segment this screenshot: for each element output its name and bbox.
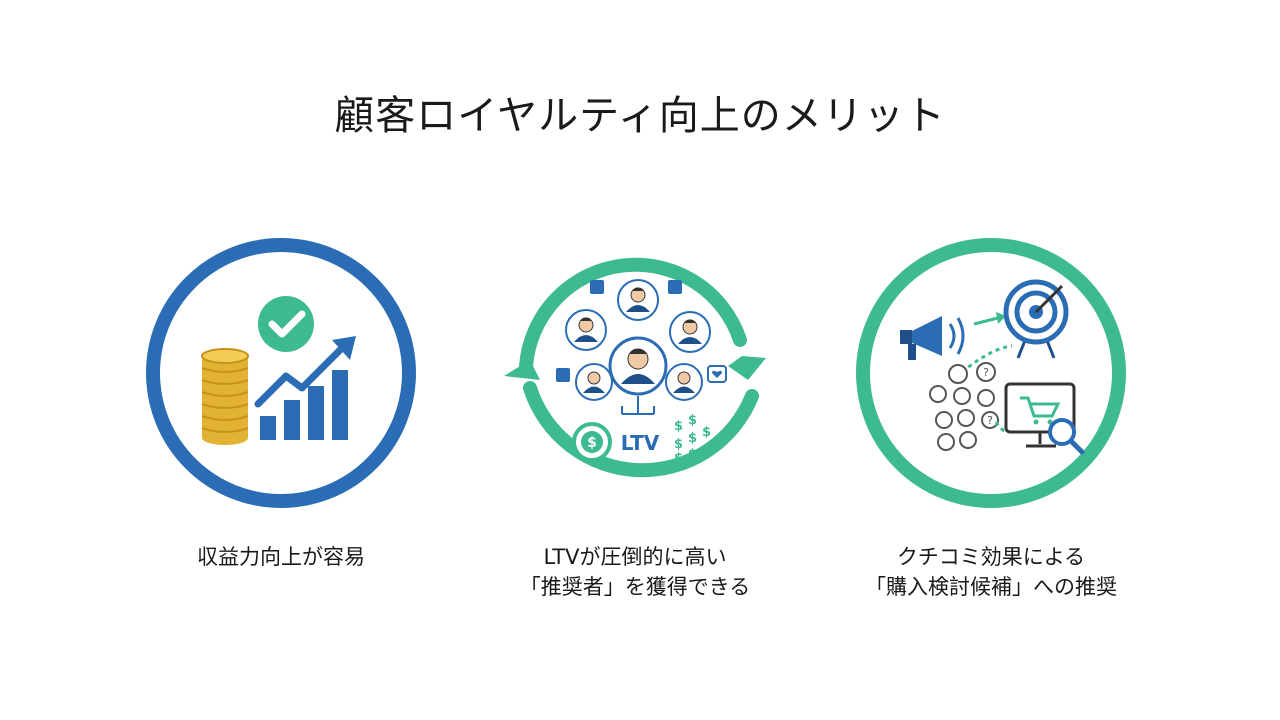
check-badge-icon xyxy=(258,296,314,352)
ltv-coin-icon: $ xyxy=(572,422,612,462)
caption-word-of-mouth: クチコミ効果による 「購入検討候補」への推奨 xyxy=(811,542,1171,602)
customer-avatars-icon xyxy=(565,279,711,401)
svg-text:$: $ xyxy=(587,435,597,451)
svg-text:$: $ xyxy=(674,419,683,434)
benefit-panel-ltv: $ LTV $$ $$$ $$ xyxy=(490,228,780,518)
caption-ltv: LTVが圧倒的に高い 「推奨者」を獲得できる xyxy=(455,542,815,602)
people-network-icon xyxy=(929,362,999,451)
ltv-label: LTV xyxy=(621,431,660,455)
bar-chart-icon xyxy=(260,370,348,440)
caption-line: 「推奨者」を獲得できる xyxy=(519,575,751,599)
slide-title: 顧客ロイヤルティ向上のメリット xyxy=(334,93,946,139)
benefit-panel-revenue xyxy=(136,228,426,518)
svg-text:$: $ xyxy=(688,413,697,428)
svg-text:$: $ xyxy=(674,437,683,452)
svg-text:$: $ xyxy=(688,447,697,462)
caption-line: 収益力向上が容易 xyxy=(197,545,365,569)
caption-line: LTVが圧倒的に高い xyxy=(543,545,727,569)
coin-stack-icon xyxy=(201,348,249,445)
magnifier-icon xyxy=(1048,418,1085,455)
caption-line: 「購入検討候補」への推奨 xyxy=(865,575,1117,599)
dollar-signs-icon: $$ $$$ $$ xyxy=(674,413,711,466)
target-icon xyxy=(1003,279,1069,359)
word-of-mouth-target-icon: ? ? xyxy=(856,238,1126,508)
svg-text:?: ? xyxy=(987,414,993,427)
svg-text:$: $ xyxy=(674,451,683,466)
thumbs-up-icon xyxy=(556,280,682,382)
svg-text:$: $ xyxy=(688,431,697,446)
coins-bar-chart-check-icon xyxy=(146,238,416,508)
arrow-right-icon xyxy=(973,312,1006,326)
benefit-panel-word-of-mouth: ? ? xyxy=(846,228,1136,518)
heart-icon xyxy=(707,365,727,383)
caption-line: クチコミ効果による xyxy=(896,545,1086,569)
megaphone-icon xyxy=(900,316,965,360)
cycle-arrow-left-icon xyxy=(504,360,540,380)
svg-text:?: ? xyxy=(983,366,989,379)
question-mark-icon: ? ? xyxy=(983,366,993,427)
trend-arrow-icon xyxy=(254,346,344,408)
cycle-arrow-right-icon xyxy=(728,356,766,380)
svg-text:$: $ xyxy=(702,425,711,440)
loyal-customers-cycle-icon: $ LTV $$ $$$ $$ xyxy=(504,257,766,478)
caption-revenue: 収益力向上が容易 xyxy=(101,542,461,572)
